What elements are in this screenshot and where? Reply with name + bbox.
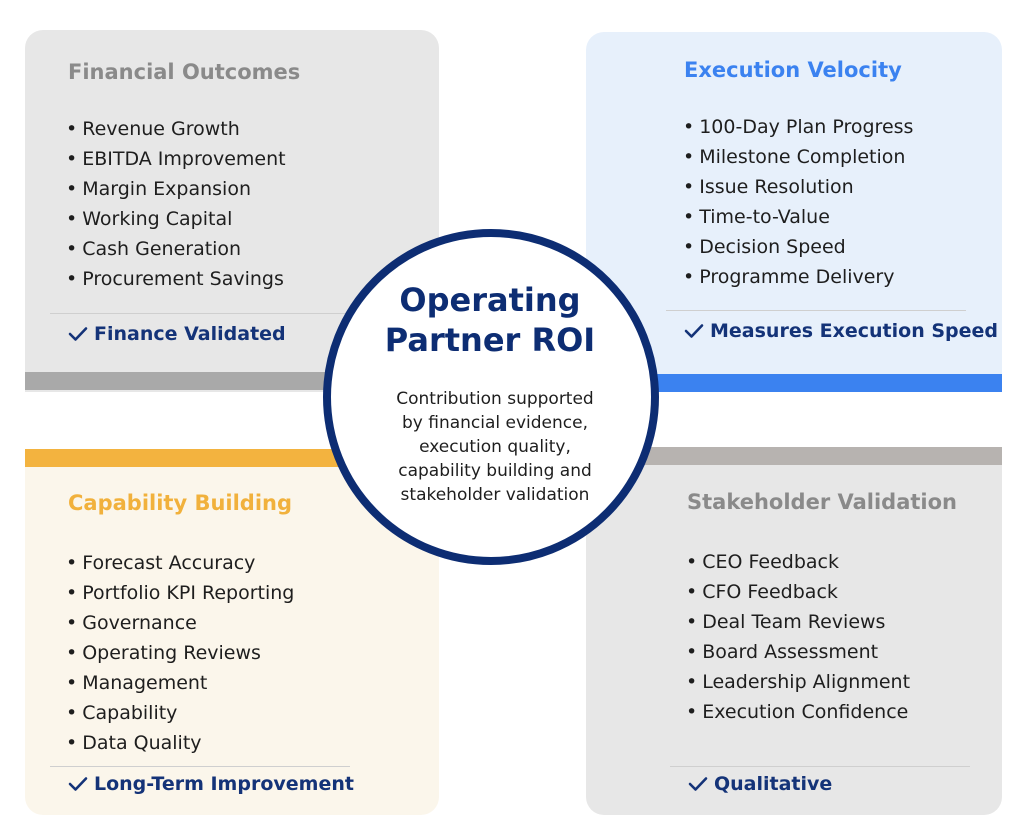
list-item: •Board Assessment xyxy=(686,641,879,663)
execution-velocity-title: Execution Velocity xyxy=(684,58,902,82)
list-item: •Time-to-Value xyxy=(683,206,830,228)
financial-outcomes-title: Financial Outcomes xyxy=(68,60,301,84)
list-item: •Working Capital xyxy=(66,208,233,230)
qualitative-badge: Qualitative xyxy=(688,773,832,795)
list-item: •Management xyxy=(66,672,208,694)
center-circle xyxy=(323,229,659,565)
list-item: •Milestone Completion xyxy=(683,146,906,168)
center-description: Contribution supported by financial evid… xyxy=(345,387,645,507)
check-icon xyxy=(68,327,88,341)
center-description-line: capability building and xyxy=(398,461,592,481)
list-item: •Issue Resolution xyxy=(683,176,854,198)
stakeholder-validation-card xyxy=(586,447,1002,815)
list-item: •Margin Expansion xyxy=(66,178,251,200)
list-item: •Revenue Growth xyxy=(66,118,240,140)
list-item: •Operating Reviews xyxy=(66,642,261,664)
list-item: •Execution Confidence xyxy=(686,701,909,723)
list-item: •Deal Team Reviews xyxy=(686,611,886,633)
check-icon xyxy=(684,324,704,338)
center-title: Operating Partner ROI xyxy=(340,280,640,360)
list-item: •Forecast Accuracy xyxy=(66,552,256,574)
list-item: •Programme Delivery xyxy=(683,266,895,288)
finance-validated-badge: Finance Validated xyxy=(68,323,286,345)
capability-building-list: •Forecast Accuracy •Portfolio KPI Report… xyxy=(66,548,294,758)
execution-velocity-card xyxy=(586,32,1002,392)
list-item: •CFO Feedback xyxy=(686,581,838,603)
divider xyxy=(50,313,350,314)
center-description-line: stakeholder validation xyxy=(400,485,590,505)
list-item: •Cash Generation xyxy=(66,238,242,260)
list-item: •Leadership Alignment xyxy=(686,671,911,693)
list-item: •Procurement Savings xyxy=(66,268,284,290)
list-item: •EBITDA Improvement xyxy=(66,148,286,170)
center-title-line: Operating xyxy=(399,281,581,319)
long-term-improvement-badge: Long-Term Improvement xyxy=(68,773,354,795)
list-item: •CEO Feedback xyxy=(686,551,839,573)
stakeholder-accent-bar xyxy=(586,447,1002,465)
check-icon xyxy=(68,777,88,791)
stakeholder-validation-list: •CEO Feedback •CFO Feedback •Deal Team R… xyxy=(686,547,910,727)
execution-accent-bar xyxy=(586,374,1002,392)
stakeholder-validation-title: Stakeholder Validation xyxy=(687,490,957,514)
check-icon xyxy=(688,777,708,791)
divider xyxy=(666,310,966,311)
capability-building-title: Capability Building xyxy=(68,491,293,515)
center-description-line: Contribution supported xyxy=(396,389,594,409)
center-title-line: Partner ROI xyxy=(384,321,596,359)
center-description-line: by financial evidence, xyxy=(401,413,589,433)
list-item: •Capability xyxy=(66,702,178,724)
list-item: •Governance xyxy=(66,612,197,634)
list-item: •100-Day Plan Progress xyxy=(683,116,914,138)
execution-velocity-list: •100-Day Plan Progress •Milestone Comple… xyxy=(683,112,913,292)
execution-speed-badge: Measures Execution Speed xyxy=(684,320,998,342)
financial-outcomes-list: •Revenue Growth •EBITDA Improvement •Mar… xyxy=(66,114,286,294)
list-item: •Decision Speed xyxy=(683,236,846,258)
center-description-line: execution quality, xyxy=(419,437,571,457)
divider xyxy=(670,766,970,767)
list-item: •Portfolio KPI Reporting xyxy=(66,582,295,604)
divider xyxy=(50,766,350,767)
list-item: •Data Quality xyxy=(66,732,202,754)
